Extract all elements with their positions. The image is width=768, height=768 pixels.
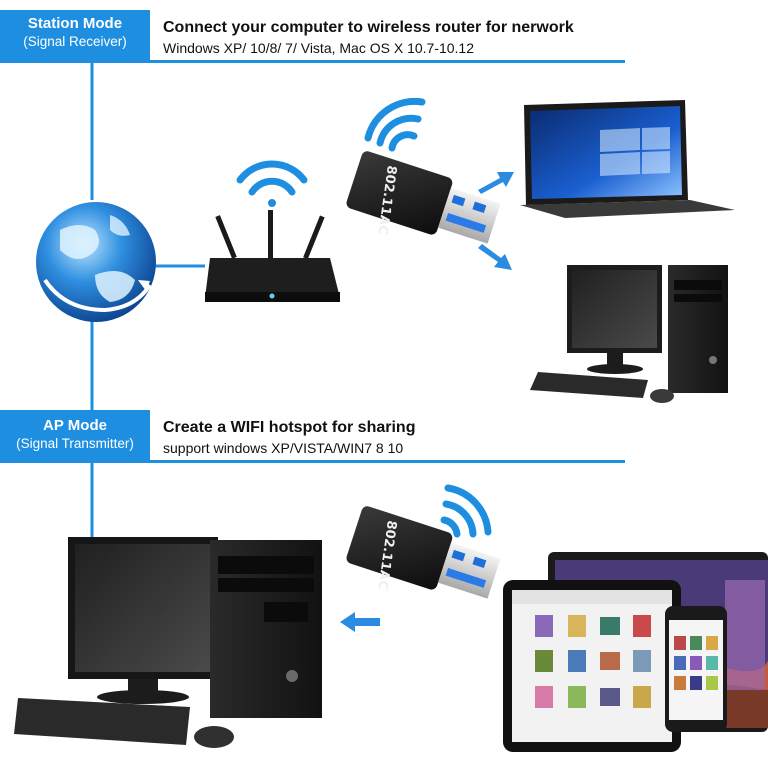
station-heading: Connect your computer to wireless router…: [163, 19, 574, 36]
ap-divider: [0, 460, 625, 463]
ap-mode-title: AP Mode: [43, 417, 107, 434]
tablet-photo-grid: [535, 615, 651, 708]
station-mode-subtitle: (Signal Receiver): [23, 34, 127, 49]
station-divider: [0, 60, 625, 63]
router-icon: [205, 210, 340, 302]
station-mode-title: Station Mode: [27, 15, 123, 32]
wifi-signal-icon: [440, 484, 492, 538]
wifi-signal-icon: [236, 160, 308, 207]
usb-adapter-icon: [346, 506, 501, 599]
arrow-icon: [478, 172, 514, 270]
usb-adapter-icon: [346, 151, 501, 244]
desktop-pc-icon: [530, 265, 728, 403]
station-subheading: Windows XP/ 10/8/ 7/ Vista, Mac OS X 10.…: [163, 40, 475, 56]
laptop-icon: [520, 100, 735, 218]
ap-heading: Create a WIFI hotspot for sharing: [163, 419, 416, 436]
connection-lines: [90, 60, 205, 545]
phone-icon: [665, 606, 727, 732]
ap-mode-badge: AP Mode (Signal Transmitter): [0, 410, 150, 462]
desktop-pc-icon: [14, 537, 322, 748]
ap-mode-subtitle: (Signal Transmitter): [16, 436, 134, 451]
tablet-icon: [503, 580, 681, 752]
ap-subheading: support windows XP/VISTA/WIN7 8 10: [163, 440, 404, 456]
station-mode-badge: Station Mode (Signal Receiver): [0, 10, 150, 60]
wifi-signal-icon: [364, 97, 426, 152]
arrow-icon: [340, 612, 380, 632]
globe-icon: [36, 202, 156, 322]
